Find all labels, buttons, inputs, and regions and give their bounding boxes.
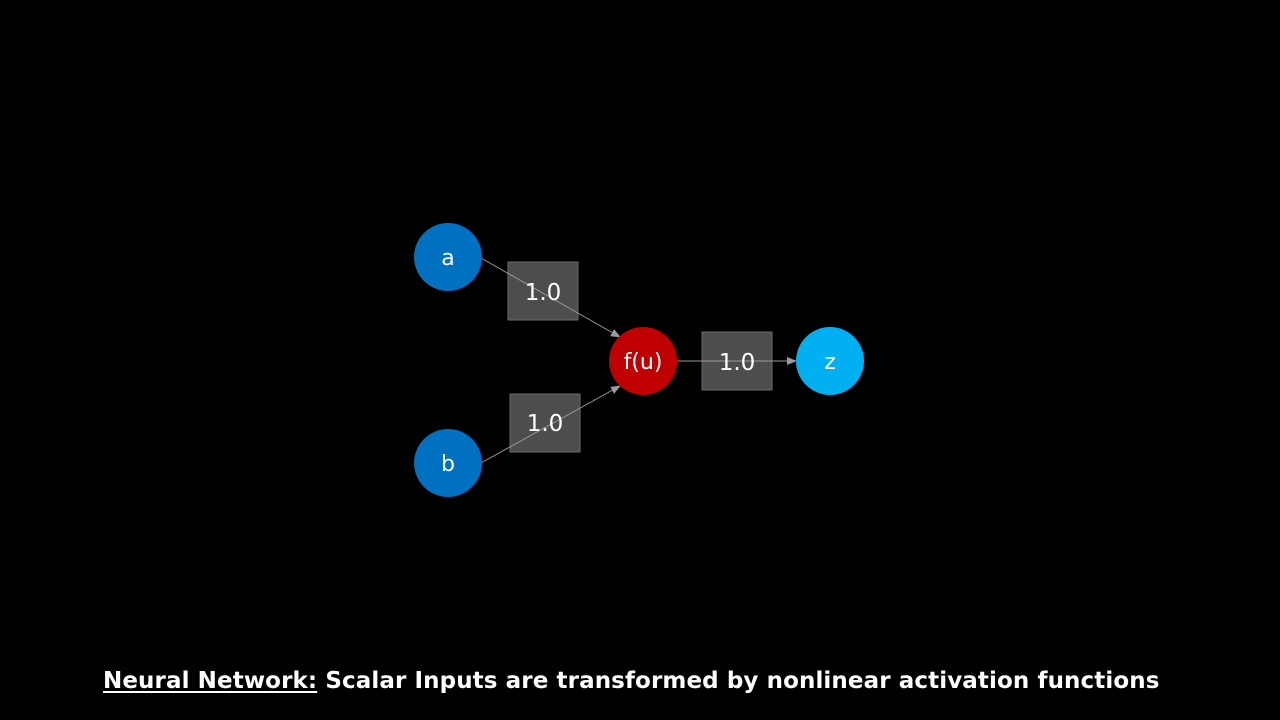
input-node-a-label: a: [441, 246, 454, 271]
input-node-b-label: b: [441, 452, 455, 477]
output-node-z: [796, 327, 864, 395]
input-node-a: [414, 223, 482, 291]
caption-lead: Neural Network:: [103, 668, 318, 694]
slide-caption: Neural Network: Scalar Inputs are transf…: [103, 668, 1160, 694]
edge-b-to-f: [480, 385, 621, 464]
weight-box-a-to-f: [507, 261, 579, 321]
caption-text: Scalar Inputs are transformed by nonline…: [317, 668, 1160, 694]
weight-label-a-to-f: 1.0: [525, 280, 562, 306]
weight-box-b-to-f: [509, 393, 581, 453]
activation-node-f-label: f(u): [624, 350, 663, 375]
output-node-z-label: z: [824, 350, 836, 375]
weight-label-f-to-z: 1.0: [719, 350, 756, 376]
input-node-b: [414, 429, 482, 497]
weight-label-b-to-f: 1.0: [527, 411, 564, 437]
edge-a-to-f: [480, 257, 621, 338]
activation-node-f: [609, 327, 677, 395]
